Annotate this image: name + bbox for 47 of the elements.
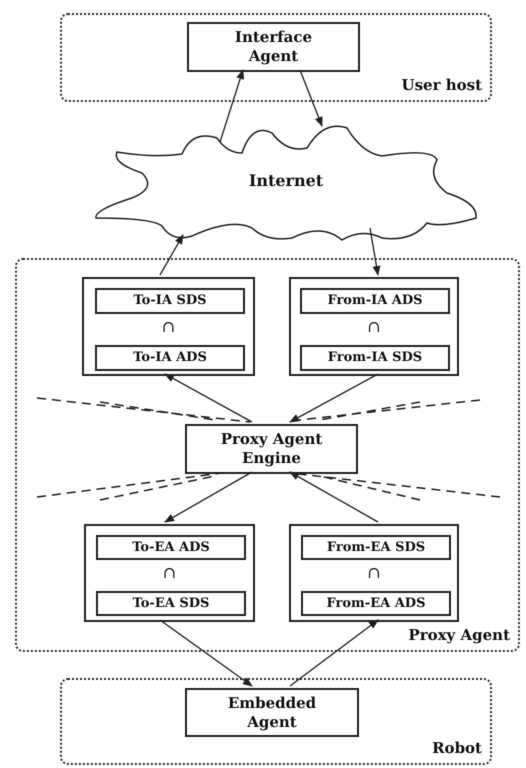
host-region <box>60 678 492 765</box>
agent-box <box>187 22 360 72</box>
arrow <box>299 70 323 127</box>
data-store-box <box>300 345 450 371</box>
buffer-box <box>84 524 255 622</box>
data-store-box <box>96 535 246 560</box>
arrow <box>159 234 184 276</box>
arrow <box>289 373 378 423</box>
arrow <box>164 373 252 423</box>
node-label: Embedded Agent <box>226 694 318 732</box>
arrow <box>164 471 252 523</box>
buffer-box <box>82 277 255 376</box>
node-label: To-EA ADS <box>132 538 210 557</box>
data-store-box <box>300 288 450 314</box>
agent-box <box>185 688 359 737</box>
data-store-box <box>95 345 245 371</box>
node-label: To-EA SDS <box>132 594 210 613</box>
data-store-box <box>301 535 451 560</box>
data-store-box <box>301 591 451 616</box>
node-label: Proxy Agent Engine <box>220 430 324 468</box>
data-store-box <box>96 591 246 616</box>
node-label: Internet <box>248 170 324 192</box>
intersection-symbol: ∩ <box>162 318 176 334</box>
region-label: Robot <box>432 738 482 758</box>
node-label: From-IA ADS <box>327 292 423 310</box>
region-label: User host <box>402 74 482 96</box>
arrow <box>369 228 380 276</box>
node-label: To-IA SDS <box>134 292 206 310</box>
intersection-symbol: ∩ <box>367 318 381 334</box>
intersection-symbol: ∩ <box>162 565 176 581</box>
node-label: Interface Agent <box>234 28 314 66</box>
arrow <box>160 619 253 687</box>
region-label: Proxy Agent <box>408 624 510 646</box>
arrow <box>290 619 379 687</box>
host-region <box>15 258 520 652</box>
intersection-symbol: ∩ <box>367 565 381 581</box>
buffer-box <box>289 524 459 622</box>
node-label: From-EA ADS <box>326 594 426 613</box>
arrow <box>289 471 378 523</box>
node-label: From-IA SDS <box>328 349 422 368</box>
agent-box <box>185 424 358 474</box>
buffer-box <box>289 277 459 376</box>
data-store-box <box>95 288 245 314</box>
arrow <box>219 69 244 142</box>
host-region <box>60 13 492 102</box>
node-label: To-IA ADS <box>133 349 207 368</box>
node-label: From-EA SDS <box>326 538 426 557</box>
